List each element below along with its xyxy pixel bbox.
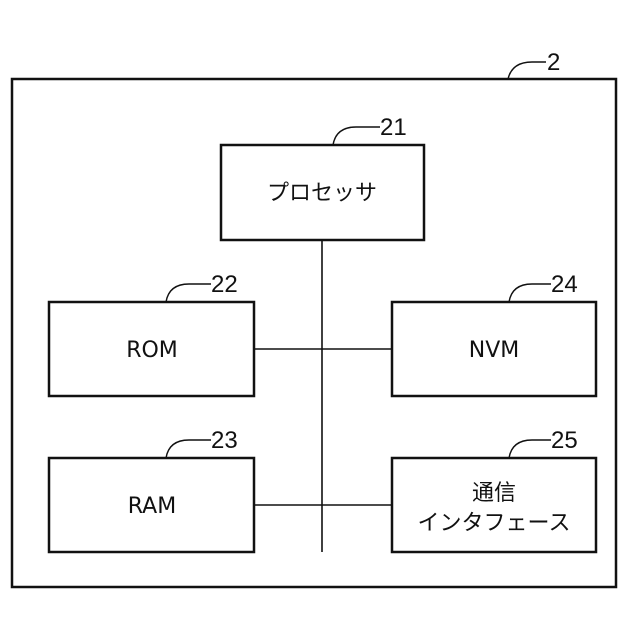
comm-interface-block: 通信 インタフェース bbox=[392, 458, 596, 552]
processor-label: プロセッサ bbox=[267, 181, 377, 206]
comm-interface-ref-label: 25 bbox=[551, 427, 578, 454]
ram-ref-label: 23 bbox=[211, 427, 238, 454]
nvm-ref-label: 24 bbox=[551, 271, 578, 298]
rom-block: ROM bbox=[49, 302, 254, 396]
comm-interface-label-line1: 通信 bbox=[472, 481, 516, 506]
rom-label: ROM bbox=[126, 338, 178, 363]
nvm-label: NVM bbox=[469, 338, 520, 363]
nvm-block: NVM bbox=[392, 302, 596, 396]
ram-label: RAM bbox=[128, 494, 176, 519]
processor-block: プロセッサ bbox=[221, 145, 424, 240]
ram-block: RAM bbox=[49, 458, 254, 552]
system-ref-label: 2 bbox=[547, 49, 560, 76]
comm-interface-label-line2: インタフェース bbox=[418, 511, 571, 536]
rom-ref-label: 22 bbox=[211, 271, 238, 298]
system-ref-leader bbox=[508, 62, 546, 79]
processor-ref-label: 21 bbox=[380, 114, 407, 141]
